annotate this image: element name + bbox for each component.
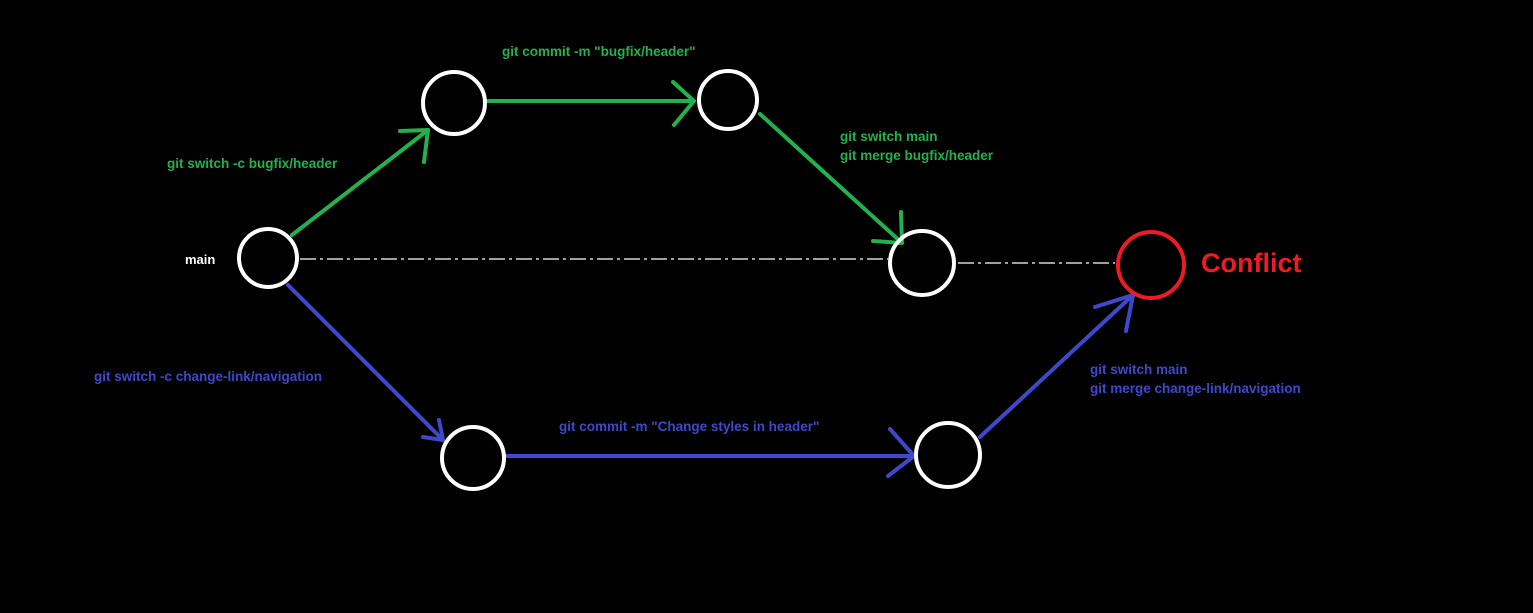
conflict-node — [1116, 230, 1186, 300]
switch-bugfix-label: git switch -c bugfix/header — [167, 156, 338, 171]
arrowhead-bugfix-merge — [871, 210, 904, 245]
merge-node — [888, 229, 956, 297]
merge-navigation-label-line1: git switch main — [1090, 362, 1188, 377]
edge-main-to-navigation-commit — [286, 283, 445, 442]
bugfix-node-1 — [421, 70, 487, 136]
arrowhead-navigation-switch — [421, 418, 445, 442]
arrowhead-bugfix-switch — [398, 128, 430, 164]
commit-bugfix-label: git commit -m "bugfix/header" — [502, 44, 696, 59]
edge-main-to-bugfix-commit — [290, 128, 430, 237]
edge-navigation-to-conflict — [978, 293, 1135, 439]
navigation-node-1 — [440, 425, 506, 491]
merge-navigation-label-line2: git merge change-link/navigation — [1090, 381, 1301, 396]
merge-bugfix-label-line1: git switch main — [840, 129, 938, 144]
bugfix-node-2 — [697, 69, 759, 131]
commit-navigation-label: git commit -m "Change styles in header" — [559, 419, 819, 434]
switch-navigation-label: git switch -c change-link/navigation — [94, 369, 322, 384]
edge-bugfix-to-merge — [758, 112, 904, 245]
main-label: main — [185, 252, 215, 267]
merge-bugfix-label-line2: git merge bugfix/header — [840, 148, 994, 163]
arrowhead-bugfix-commit — [671, 80, 696, 127]
conflict-label: Conflict — [1201, 248, 1302, 278]
main-node — [237, 227, 299, 289]
arrowhead-navigation-commit — [886, 427, 916, 478]
navigation-node-2 — [914, 421, 982, 489]
